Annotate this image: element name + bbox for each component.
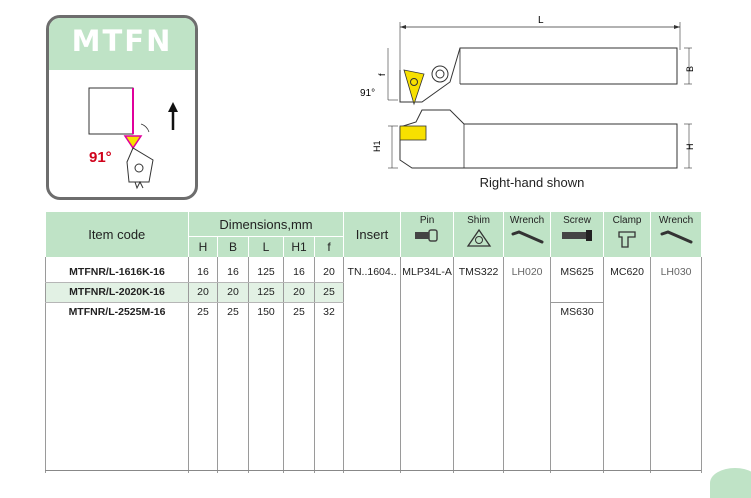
drawing-caption: Right-hand shown bbox=[479, 175, 585, 190]
spec-table: Item code Dimensions,mm Insert Pin Shim … bbox=[45, 212, 703, 473]
header-dimensions: Dimensions,mm bbox=[188, 212, 345, 237]
header-clamp: Clamp bbox=[603, 212, 652, 257]
header-clamp-label: Clamp bbox=[612, 215, 642, 226]
header-dim-h1: H1 bbox=[283, 236, 315, 257]
header-shim: Shim bbox=[453, 212, 505, 257]
dim-h1-cell: 25 bbox=[283, 302, 315, 473]
header-wrench-1: Wrench bbox=[503, 212, 552, 257]
item-code-cell: MTFNR/L-1616K-16 bbox=[45, 263, 189, 283]
dim-f-cell: 32 bbox=[314, 302, 345, 473]
screw-cell-1: MS625 bbox=[550, 263, 605, 303]
header-dim-f: f bbox=[314, 236, 345, 257]
header-screw: Screw bbox=[550, 212, 605, 257]
dim-l-cell: 125 bbox=[248, 282, 284, 303]
dim-l-cell: 150 bbox=[248, 302, 284, 473]
dim-f-cell: 20 bbox=[314, 263, 345, 283]
length-label: L bbox=[538, 15, 544, 26]
dim-l-cell: 125 bbox=[248, 263, 284, 283]
table-row: MTFNR/L-2525M-16 25 25 150 25 32 MS630 bbox=[45, 302, 702, 473]
header-wrench-1-label: Wrench bbox=[509, 215, 545, 226]
dim-b-cell: 25 bbox=[217, 302, 249, 473]
pin-cell: MLP34L-A bbox=[400, 263, 455, 473]
header-screw-label: Screw bbox=[563, 215, 591, 226]
tool-schematic-icon: 91° bbox=[88, 87, 178, 190]
header-wrench-2-label: Wrench bbox=[658, 215, 694, 226]
header-wrench-2: Wrench bbox=[650, 212, 703, 257]
item-code-cell: MTFNR/L-2525M-16 bbox=[45, 302, 189, 473]
dim-h-cell: 25 bbox=[188, 302, 218, 473]
clamp-icon bbox=[618, 231, 636, 248]
card-angle-label: 91° bbox=[89, 149, 112, 166]
dim-h1-cell: 20 bbox=[283, 282, 315, 303]
screw-cell-2: MS630 bbox=[550, 302, 605, 473]
pin-icon bbox=[415, 229, 438, 242]
card-title: MTFN bbox=[71, 24, 173, 58]
insert-cell: TN..1604.. bbox=[343, 263, 402, 473]
shim-icon bbox=[466, 228, 491, 247]
h1-label: H1 bbox=[372, 140, 382, 152]
b-label: B bbox=[685, 66, 695, 72]
dim-h1-cell: 16 bbox=[283, 263, 315, 283]
item-code-cell: MTFNR/L-2020K-16 bbox=[45, 282, 189, 303]
wrench-1-cell: LH020 bbox=[503, 263, 552, 473]
shim-cell: TMS322 bbox=[453, 263, 505, 473]
table-bottom-rule bbox=[45, 470, 701, 471]
h-label: H bbox=[685, 144, 695, 151]
hex-wrench-icon bbox=[660, 230, 693, 244]
dim-f-cell: 25 bbox=[314, 282, 345, 303]
screw-icon bbox=[562, 230, 593, 241]
dim-b-cell: 20 bbox=[217, 282, 249, 303]
header-item-code: Item code bbox=[45, 212, 189, 257]
header-dim-l: L bbox=[248, 236, 284, 257]
angle-91-label: 91° bbox=[360, 88, 375, 99]
header-dim-h: H bbox=[188, 236, 218, 257]
header-pin-label: Pin bbox=[419, 215, 435, 226]
header-pin: Pin bbox=[400, 212, 455, 257]
technical-drawing: L f 91° B H1 H bbox=[360, 15, 695, 169]
dim-b-cell: 16 bbox=[217, 263, 249, 283]
product-card: MTFN 91° bbox=[46, 15, 198, 200]
f-label: f bbox=[377, 73, 387, 76]
corner-decoration bbox=[710, 468, 751, 498]
table-row: MTFNR/L-1616K-16 16 16 125 16 20 TN..160… bbox=[45, 263, 703, 473]
hex-wrench-icon bbox=[511, 230, 544, 244]
dim-h-cell: 20 bbox=[188, 282, 218, 303]
dim-h-cell: 16 bbox=[188, 263, 218, 283]
clamp-cell: MC620 bbox=[603, 263, 652, 473]
card-header: MTFN bbox=[49, 18, 195, 70]
header-dim-b: B bbox=[217, 236, 249, 257]
header-insert: Insert bbox=[343, 212, 402, 257]
table-row: MTFNR/L-2020K-16 20 20 125 20 25 bbox=[45, 282, 702, 303]
wrench-2-cell: LH030 bbox=[650, 263, 703, 473]
header-shim-label: Shim bbox=[467, 215, 490, 226]
